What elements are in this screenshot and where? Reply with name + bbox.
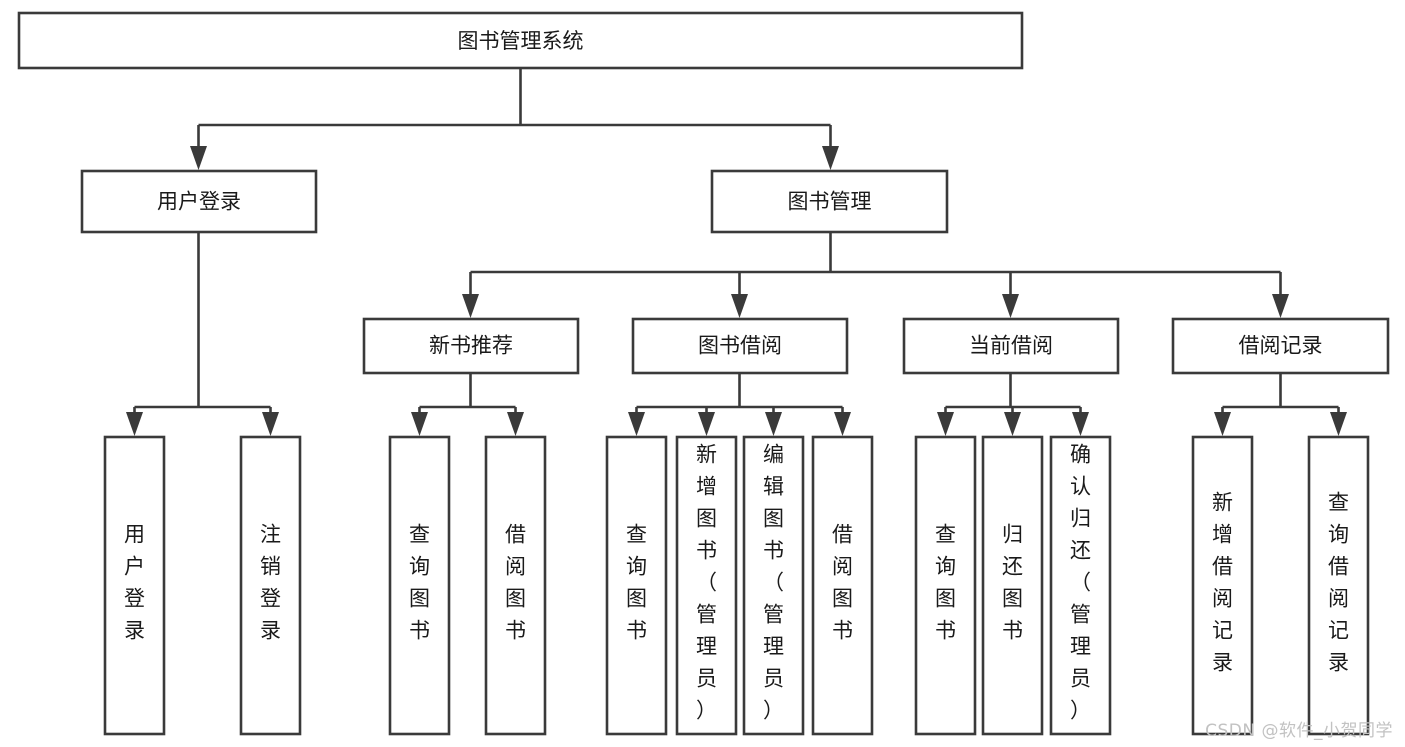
- leaf-current-borrow-1[interactable]: 查询图书: [914, 435, 977, 736]
- arrow-borrowrecord-leaf-2: [1330, 412, 1347, 436]
- leaf-book-borrow-3[interactable]: 编辑图书（管理员）: [742, 435, 805, 736]
- node-user-login-box: [80, 169, 318, 234]
- leaf-current-borrow-1-box: [914, 435, 977, 736]
- arrow-userlogin-leaf-2: [262, 412, 279, 436]
- leaf-current-borrow-2[interactable]: 归还图书: [981, 435, 1044, 736]
- leaf-borrow-record-2[interactable]: 查询借阅记录: [1307, 435, 1370, 736]
- leaf-book-borrow-4[interactable]: 借阅图书: [811, 435, 874, 736]
- leaf-current-borrow-3-label: 确认归还（管理员）: [1070, 443, 1091, 723]
- leaf-new-book-1[interactable]: 查询图书: [388, 435, 451, 736]
- arrow-borrowrecord-leaf-1: [1214, 412, 1231, 436]
- leaf-current-borrow-1-label: 查询图书: [935, 523, 956, 643]
- arrow-root-to-user-login: [190, 146, 207, 170]
- leaf-book-borrow-1-label: 查询图书: [626, 523, 647, 643]
- node-book-manage-box: [710, 169, 949, 234]
- leaf-borrow-record-1-label: 新增借阅记录: [1212, 491, 1233, 675]
- leaf-book-borrow-1-box: [605, 435, 668, 736]
- connector-layer: [126, 68, 1347, 436]
- leaf-current-borrow-3[interactable]: 确认归还（管理员）: [1049, 435, 1112, 736]
- leaf-book-borrow-1[interactable]: 查询图书: [605, 435, 668, 736]
- leaf-user-login-2[interactable]: 注销登录: [239, 435, 302, 736]
- node-current-borrow-box: [902, 317, 1120, 375]
- arrow-currentborrow-leaf-1: [937, 412, 954, 436]
- leaf-user-login-1[interactable]: 用户登录: [103, 435, 166, 736]
- leaf-current-borrow-3-box: [1049, 435, 1112, 736]
- leaf-book-borrow-2[interactable]: 新增图书（管理员）: [675, 435, 738, 736]
- node-new-book-recommend-label: 新书推荐: [429, 334, 513, 358]
- arrow-currentborrow-leaf-3: [1072, 412, 1089, 436]
- node-borrow-record-label: 借阅记录: [1239, 334, 1323, 358]
- arrow-bookborrow-leaf-2: [698, 412, 715, 436]
- arrow-root-to-book-manage: [822, 146, 839, 170]
- leaf-new-book-1-label: 查询图书: [409, 523, 430, 643]
- leaf-user-login-1-box: [103, 435, 166, 736]
- node-root-box: [17, 11, 1024, 70]
- leaf-book-borrow-2-box: [675, 435, 738, 736]
- node-book-manage-label: 图书管理: [788, 190, 872, 214]
- leaf-book-borrow-3-label: 编辑图书（管理员）: [763, 443, 784, 723]
- leaf-new-book-2[interactable]: 借阅图书: [484, 435, 547, 736]
- leaf-user-login-2-label: 注销登录: [260, 523, 281, 643]
- leaf-new-book-2-label: 借阅图书: [505, 523, 526, 643]
- arrow-userlogin-leaf-1: [126, 412, 143, 436]
- leaf-book-borrow-2-label: 新增图书（管理员）: [696, 443, 717, 723]
- leaf-borrow-record-1[interactable]: 新增借阅记录: [1191, 435, 1254, 736]
- leaf-book-borrow-4-label: 借阅图书: [832, 523, 853, 643]
- node-current-borrow-label: 当前借阅: [969, 334, 1053, 358]
- node-user-login-label: 用户登录: [157, 190, 241, 214]
- leaf-current-borrow-2-box: [981, 435, 1044, 736]
- node-current-borrow[interactable]: 当前借阅: [902, 317, 1120, 375]
- node-book-borrow-box: [631, 317, 849, 375]
- arrow-bookborrow-leaf-3: [765, 412, 782, 436]
- node-root[interactable]: 图书管理系统: [17, 11, 1024, 70]
- arrow-bookmanage-to-bookborrow: [731, 294, 748, 318]
- arrow-bookborrow-leaf-4: [834, 412, 851, 436]
- leaf-borrow-record-1-box: [1191, 435, 1254, 736]
- leaf-user-login-1-label: 用户登录: [124, 523, 145, 643]
- arrow-newbook-leaf-2: [507, 412, 524, 436]
- leaf-new-book-1-box: [388, 435, 451, 736]
- node-root-label: 图书管理系统: [458, 29, 584, 53]
- arrow-bookmanage-to-newbook: [462, 294, 479, 318]
- node-borrow-record-box: [1171, 317, 1390, 375]
- leaf-book-borrow-4-box: [811, 435, 874, 736]
- leaf-current-borrow-2-label: 归还图书: [1002, 523, 1023, 643]
- leaf-new-book-2-box: [484, 435, 547, 736]
- node-book-borrow-label: 图书借阅: [698, 334, 782, 358]
- leaf-user-login-2-box: [239, 435, 302, 736]
- arrow-currentborrow-leaf-2: [1004, 412, 1021, 436]
- node-new-book-recommend-box: [362, 317, 580, 375]
- node-new-book-recommend[interactable]: 新书推荐: [362, 317, 580, 375]
- node-book-manage[interactable]: 图书管理: [710, 169, 949, 234]
- node-book-borrow[interactable]: 图书借阅: [631, 317, 849, 375]
- arrow-newbook-leaf-1: [411, 412, 428, 436]
- arrow-bookmanage-to-currentborrow: [1002, 294, 1019, 318]
- arrow-bookborrow-leaf-1: [628, 412, 645, 436]
- arrow-bookmanage-to-borrowrecord: [1272, 294, 1289, 318]
- node-borrow-record[interactable]: 借阅记录: [1171, 317, 1390, 375]
- leaf-book-borrow-3-box: [742, 435, 805, 736]
- node-user-login[interactable]: 用户登录: [80, 169, 318, 234]
- csdn-watermark: CSDN @软件_小贺同学: [1205, 721, 1393, 741]
- leaf-borrow-record-2-box: [1307, 435, 1370, 736]
- leaf-borrow-record-2-label: 查询借阅记录: [1328, 491, 1349, 675]
